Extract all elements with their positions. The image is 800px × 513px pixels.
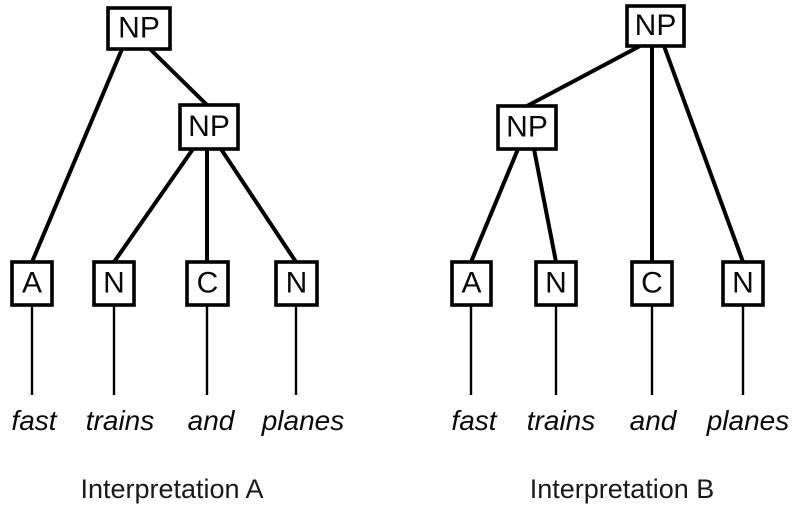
node-label-b-np-sub: NP: [506, 110, 548, 143]
node-label-b-np-root: NP: [635, 9, 677, 42]
terminal-word-a-word-planes: planes: [261, 405, 345, 436]
tree-edge-b-np-root-to-b-pos-n2: [662, 45, 745, 263]
tree-edge-b-np-sub-to-b-pos-n1: [532, 148, 558, 263]
node-label-a-pos-n1: N: [103, 266, 125, 299]
tree-edge-a-np-sub-to-a-pos-n1: [112, 147, 195, 264]
node-box-a-pos-a[interactable]: [10, 260, 54, 307]
node-box-b-np-root[interactable]: [625, 4, 686, 48]
tree-edge-b-np-root-to-b-np-sub: [526, 44, 641, 108]
node-box-b-pos-n2[interactable]: [721, 260, 765, 307]
node-box-b-pos-n1[interactable]: [534, 260, 578, 307]
node-label-b-pos-n2: N: [732, 266, 754, 299]
tree-caption-interpretation-a: Interpretation A: [80, 474, 263, 504]
node-box-a-pos-n2[interactable]: [274, 260, 319, 307]
terminal-word-b-word-fast: fast: [451, 405, 497, 436]
node-box-a-np-sub[interactable]: [178, 103, 240, 151]
tree-edge-a-np-sub-to-a-pos-n2: [219, 147, 298, 264]
terminal-word-b-word-trains: trains: [527, 405, 595, 436]
node-label-b-pos-a: A: [461, 266, 481, 299]
node-label-a-np-root: NP: [118, 11, 160, 44]
node-box-b-pos-a[interactable]: [450, 260, 493, 307]
node-label-b-pos-n1: N: [545, 266, 567, 299]
terminal-word-b-word-planes: planes: [706, 405, 790, 436]
node-box-b-np-sub[interactable]: [496, 104, 558, 151]
node-box-b-pos-c[interactable]: [630, 260, 674, 307]
tree-caption-interpretation-b: Interpretation B: [530, 474, 715, 504]
node-box-a-pos-n1[interactable]: [92, 260, 136, 307]
terminal-word-a-word-and: and: [188, 405, 236, 436]
node-label-a-pos-n2: N: [286, 266, 308, 299]
tree-edge-a-np-root-to-a-np-sub: [148, 47, 209, 107]
node-label-a-np-sub: NP: [188, 110, 230, 143]
tree-edge-b-np-sub-to-b-pos-a: [469, 148, 520, 263]
node-label-b-pos-c: C: [641, 266, 663, 299]
node-box-a-pos-c[interactable]: [185, 260, 230, 307]
terminal-word-a-word-fast: fast: [11, 405, 57, 436]
terminal-word-a-word-trains: trains: [86, 405, 154, 436]
terminal-word-b-word-and: and: [630, 405, 678, 436]
node-box-a-np-root[interactable]: [106, 6, 172, 51]
tree-edge-a-np-root-to-a-pos-a: [30, 48, 124, 263]
node-label-a-pos-a: A: [22, 266, 42, 299]
node-label-a-pos-c: C: [197, 266, 219, 299]
